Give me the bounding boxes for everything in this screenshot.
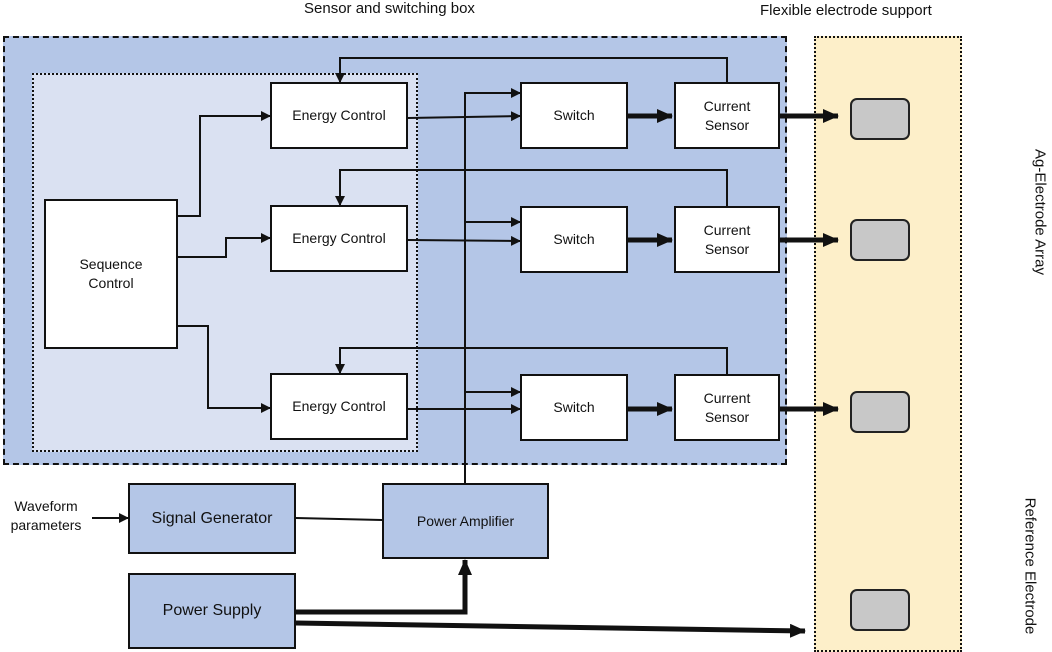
support-title: Flexible electrode support bbox=[760, 2, 932, 19]
switch-3: Switch bbox=[520, 374, 628, 441]
current-sensor-2-line1: Current bbox=[703, 221, 751, 238]
current-sensor-1-line2: Sensor bbox=[704, 116, 750, 133]
waveform-line1: Waveform bbox=[14, 498, 78, 514]
energy-control-2-label: Energy Control bbox=[292, 230, 386, 246]
electrode-1 bbox=[850, 98, 910, 140]
power-supply-block: Power Supply bbox=[128, 573, 296, 649]
energy-control-3-label: Energy Control bbox=[292, 398, 386, 414]
electrode-3 bbox=[850, 391, 910, 433]
switch-1-label: Switch bbox=[553, 107, 595, 123]
electrode-2 bbox=[850, 219, 910, 261]
supply-to-amp-line bbox=[296, 559, 472, 615]
energy-control-2: Energy Control bbox=[270, 205, 408, 272]
current-sensor-3: Current Sensor bbox=[674, 374, 780, 441]
switch-2: Switch bbox=[520, 206, 628, 273]
current-sensor-3-line2: Sensor bbox=[704, 408, 750, 425]
current-sensor-1-line1: Current bbox=[703, 97, 751, 114]
energy-control-1: Energy Control bbox=[270, 82, 408, 149]
switch-1: Switch bbox=[520, 82, 628, 149]
sequence-control-line1: Sequence bbox=[79, 256, 143, 272]
switch-2-label: Switch bbox=[553, 231, 595, 247]
waveform-line2: parameters bbox=[10, 517, 82, 533]
current-sensor-1: Current Sensor bbox=[674, 82, 780, 149]
current-sensor-3-line1: Current bbox=[703, 389, 751, 406]
siggen-to-amp-line bbox=[295, 517, 383, 521]
energy-control-3: Energy Control bbox=[270, 373, 408, 440]
sequence-control-block: Sequence Control bbox=[44, 199, 178, 349]
box-title: Sensor and switching box bbox=[304, 0, 475, 17]
waveform-parameters-label: Waveform parameters bbox=[2, 497, 90, 535]
current-sensor-2: Current Sensor bbox=[674, 206, 780, 273]
power-amplifier-label: Power Amplifier bbox=[416, 513, 515, 529]
feedback3-line bbox=[335, 347, 728, 374]
power-supply-label: Power Supply bbox=[162, 602, 262, 619]
seq-to-ec1-line bbox=[178, 111, 271, 217]
energy-control-1-label: Energy Control bbox=[292, 107, 386, 123]
sequence-control-line2: Control bbox=[88, 275, 134, 291]
signal-generator-label: Signal Generator bbox=[151, 509, 273, 527]
supply-to-reference-line bbox=[295, 620, 806, 638]
seq-to-ec2-line bbox=[178, 233, 271, 258]
switch-3-label: Switch bbox=[553, 399, 595, 415]
feedback2-line bbox=[335, 169, 728, 206]
power-amplifier-block: Power Amplifier bbox=[382, 483, 549, 559]
amp-bus-line bbox=[464, 88, 521, 483]
seq-to-ec3-line bbox=[178, 325, 271, 413]
feedback1-line bbox=[335, 57, 728, 83]
signal-generator-block: Signal Generator bbox=[128, 483, 296, 554]
reference-electrode bbox=[850, 589, 910, 631]
current-sensor-2-line2: Sensor bbox=[704, 240, 750, 257]
